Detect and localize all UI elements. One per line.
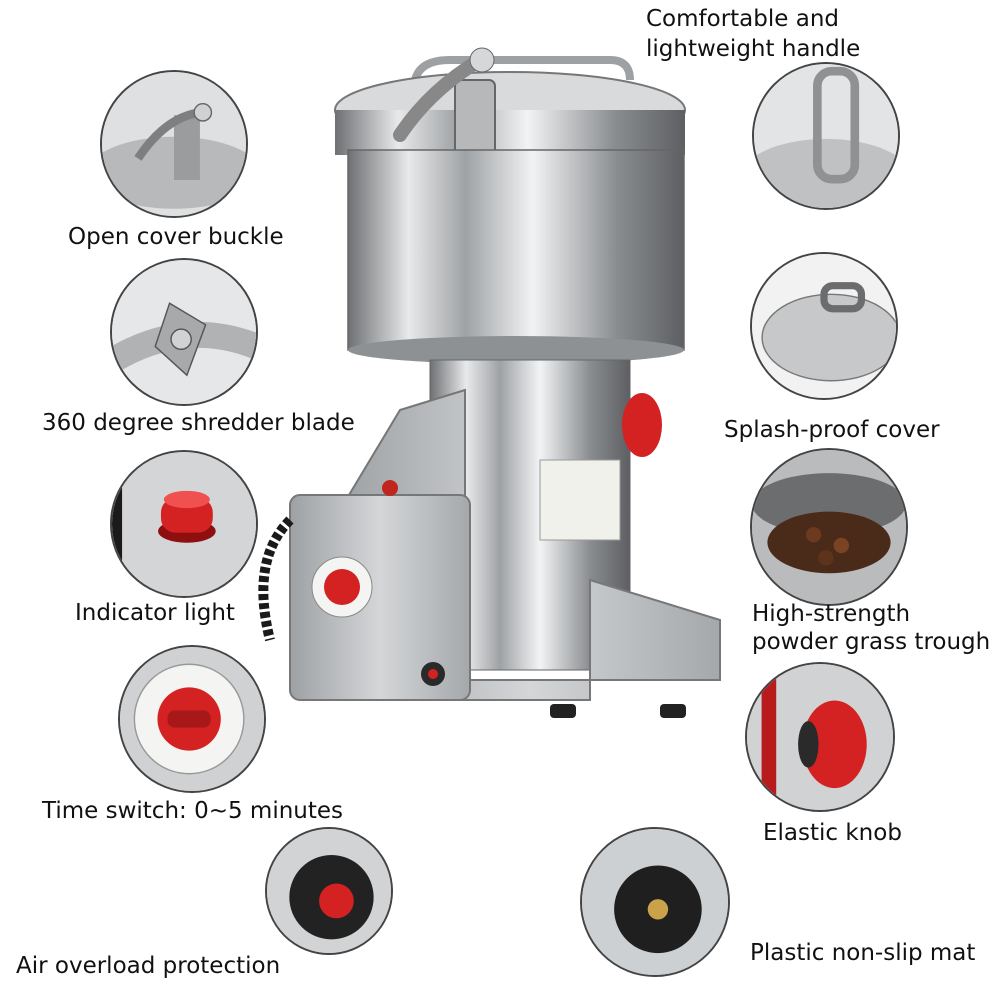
label-elastic-knob: Elastic knob: [763, 820, 902, 846]
label-handle-line1: Comfortable and: [646, 6, 839, 32]
splash-cover-detail-image: [750, 252, 898, 400]
handle-detail-image: [752, 62, 900, 210]
air-overload-detail-image: [265, 827, 393, 955]
label-shredder-blade: 360 degree shredder blade: [42, 410, 355, 436]
label-time-switch: Time switch: 0~5 minutes: [42, 798, 344, 824]
indicator-light-detail-image: [110, 450, 258, 598]
label-trough-line1: High-strength: [752, 601, 911, 627]
label-indicator-light: Indicator light: [75, 600, 235, 626]
label-trough-line2: powder grass trough: [752, 629, 991, 655]
cover-buckle-detail-image: [100, 70, 248, 218]
shredder-blade-detail-image: [110, 258, 258, 406]
label-non-slip-mat: Plastic non-slip mat: [750, 940, 976, 966]
trough-detail-image: [750, 448, 908, 606]
grinder-product-image: [250, 40, 740, 740]
label-splash-cover: Splash-proof cover: [724, 417, 940, 443]
label-air-overload: Air overload protection: [16, 953, 281, 979]
time-switch-detail-image: [118, 645, 266, 793]
label-handle-line2: lightweight handle: [646, 36, 861, 62]
non-slip-mat-detail-image: [580, 827, 730, 977]
elastic-knob-detail-image: [745, 662, 895, 812]
label-cover-buckle: Open cover buckle: [68, 224, 284, 250]
